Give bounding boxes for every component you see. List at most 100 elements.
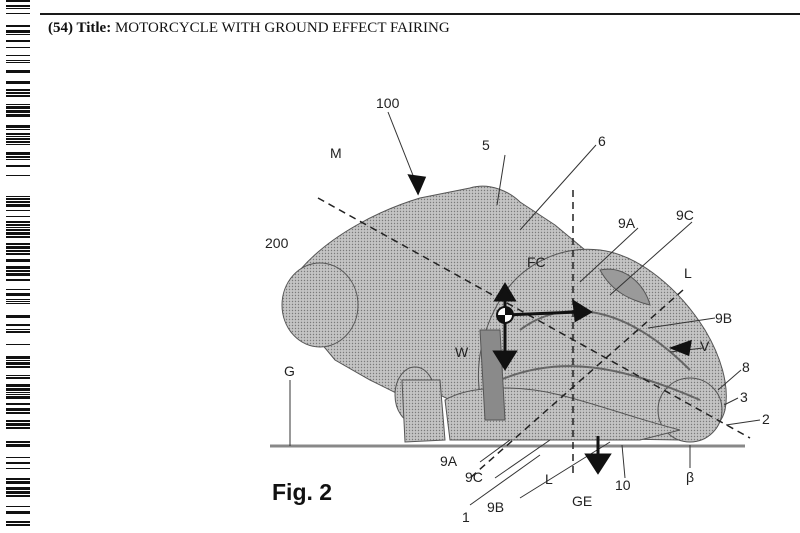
barcode-bar: [6, 224, 30, 226]
barcode-bar: [6, 377, 30, 379]
label-9B-bottom: 9B: [487, 499, 504, 515]
barcode-bar: [6, 47, 30, 48]
label-9B: 9B: [715, 310, 732, 326]
barcode-bar: [6, 125, 30, 128]
barcode-bar: [6, 236, 30, 238]
center-of-mass-quadrants: [497, 307, 513, 323]
barcode-bar: [6, 5, 30, 7]
barcode-bar: [6, 506, 30, 507]
label-2: 2: [762, 411, 770, 427]
barcode-bar: [6, 133, 30, 135]
barcode-bar: [6, 106, 30, 109]
title-text: MOTORCYCLE WITH GROUND EFFECT FAIRING: [114, 20, 450, 36]
barcode-bar: [6, 366, 30, 368]
barcode-bar: [6, 487, 30, 490]
barcode-bar: [6, 250, 30, 252]
arrow-lateral: [504, 310, 579, 317]
barcode: [6, 0, 30, 526]
label-5: 5: [482, 137, 490, 153]
barcode-bar: [6, 30, 30, 33]
barcode-bar: [6, 165, 30, 167]
barcode-bar: [6, 60, 30, 61]
barcode-bar: [6, 344, 30, 345]
barcode-bar: [6, 25, 30, 27]
barcode-bar: [6, 114, 30, 117]
helmet: [281, 262, 359, 348]
label-9C: 9C: [676, 207, 694, 223]
barcode-bar: [6, 270, 30, 272]
label-W: W: [455, 344, 469, 360]
label-9C-bottom: 9C: [465, 469, 483, 485]
patent-title: (54) Title: MOTORCYCLE WITH GROUND EFFEC…: [48, 20, 450, 37]
barcode-bar: [6, 92, 30, 94]
barcode-bar: [6, 81, 30, 84]
barcode-bar: [6, 8, 30, 9]
arrow-weight-head: [492, 350, 518, 371]
barcode-bar: [6, 495, 30, 497]
barcode-bar: [6, 55, 30, 56]
label-G: G: [284, 363, 295, 379]
barcode-bar: [6, 89, 30, 91]
barcode-bar: [6, 384, 30, 387]
barcode-bar: [6, 362, 30, 365]
barcode-bar: [6, 104, 30, 105]
barcode-bar: [6, 266, 30, 269]
barcode-bar: [6, 34, 30, 35]
figure-caption: Fig. 2: [272, 479, 332, 505]
label-V: V: [700, 338, 710, 354]
line-M: [317, 197, 751, 439]
barcode-bar: [6, 396, 30, 399]
barcode-bar: [6, 462, 30, 464]
barcode-bar: [6, 392, 30, 393]
barcode-bar: [6, 198, 30, 200]
label-6: 6: [598, 133, 606, 149]
barcode-bar: [6, 388, 30, 391]
label-100: 100: [376, 95, 400, 111]
barcode-bar: [6, 279, 30, 281]
front-wheel: [657, 377, 723, 443]
barcode-bar: [6, 457, 30, 458]
barcode-bar: [6, 324, 30, 326]
barcode-bar: [6, 196, 30, 197]
label-GE: GE: [572, 493, 592, 509]
header-rule: [40, 13, 800, 15]
barcode-bar: [6, 301, 30, 302]
label-200: 200: [265, 235, 289, 251]
barcode-bar: [6, 110, 30, 113]
barcode-bar: [6, 216, 30, 217]
barcode-bar: [6, 95, 30, 97]
barcode-bar: [6, 441, 30, 443]
barcode-bar: [6, 293, 30, 296]
barcode-bar: [6, 468, 30, 469]
barcode-bar: [6, 521, 30, 523]
arrow-vertical-up-head: [493, 282, 517, 302]
barcode-bar: [6, 299, 30, 300]
barcode-bar: [6, 511, 30, 514]
barcode-bar: [6, 221, 30, 223]
barcode-bar: [6, 408, 30, 411]
barcode-bar: [6, 70, 30, 73]
barcode-bar: [6, 524, 30, 526]
arrow-ground-effect-head: [584, 453, 612, 475]
fork: [479, 329, 506, 421]
fairing-duct-upper: [519, 309, 691, 371]
label-beta: β: [686, 469, 694, 485]
barcode-bar: [6, 394, 30, 395]
barcode-bar: [6, 403, 30, 405]
barcode-bar: [6, 423, 30, 426]
barcode-bar: [6, 375, 30, 376]
arrow-flow-V: [668, 339, 692, 357]
label-L: L: [684, 265, 692, 281]
barcode-bar: [6, 412, 30, 414]
barcode-bar: [6, 138, 30, 140]
fairing-duct-lower: [499, 365, 701, 401]
label-M: M: [330, 145, 342, 161]
barcode-bar: [6, 227, 30, 228]
barcode-bar: [6, 356, 30, 359]
label-9A-bottom: 9A: [440, 453, 458, 469]
barcode-bar: [6, 478, 30, 480]
barcode-bar: [6, 210, 30, 211]
barcode-bar: [6, 481, 30, 484]
headlight-duct: [599, 268, 651, 306]
